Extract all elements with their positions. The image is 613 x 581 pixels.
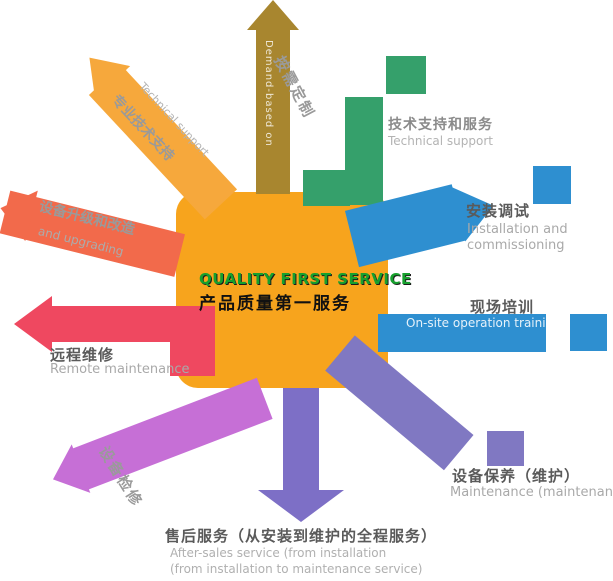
center-title-en: QUALITY FIRST SERVICE	[199, 270, 412, 288]
arrow-tech-service-base	[303, 170, 350, 206]
install-label-zh: 安装调试	[466, 202, 531, 220]
arrow-training	[378, 314, 546, 352]
arrow-remote-base	[170, 338, 215, 376]
arrow-upkeep	[325, 335, 474, 471]
arrow-overhaul	[70, 377, 273, 491]
remote-label-en: Remote maintenance	[50, 362, 190, 377]
arrow-aftersales	[283, 388, 319, 492]
upkeep-label-zh: 设备保养（维护）	[452, 467, 581, 485]
arrow-aftersales-head	[258, 490, 344, 522]
aftersales-label-zh: 售后服务（从安装到维护的全程服务）	[165, 527, 438, 545]
arrow-remote	[50, 306, 215, 342]
tech-service-label-en: Technical support	[388, 134, 493, 148]
arrow-install-head-square	[533, 166, 571, 204]
center-title-zh: 产品质量第一服务	[199, 294, 351, 314]
arrow-remote-head	[14, 296, 52, 352]
arrow-upkeep-head-square	[487, 431, 524, 466]
install-label-en2: commissioning	[467, 238, 565, 253]
training-label-zh: 现场培训	[470, 298, 535, 316]
remote-label-zh: 远程维修	[50, 346, 115, 364]
arrow-tech-service-head-square	[386, 56, 426, 94]
aftersales-label-en2: (from installation to maintenance servic…	[170, 562, 423, 576]
training-label-en: On-site operation training	[406, 316, 561, 330]
upkeep-label-en: Maintenance (maintenance)	[450, 485, 613, 500]
arrow-tech-service	[345, 97, 383, 205]
install-label-en1: Installation and	[467, 222, 568, 237]
demand-label-en: Demand-based on	[263, 40, 274, 147]
arrow-demand	[256, 26, 290, 194]
arrow-training-head-square	[570, 314, 607, 351]
arrow-demand-head	[247, 0, 299, 30]
aftersales-label-en1: After-sales service (from installation	[170, 546, 387, 560]
tech-service-label-zh: 技术支持和服务	[388, 117, 493, 133]
